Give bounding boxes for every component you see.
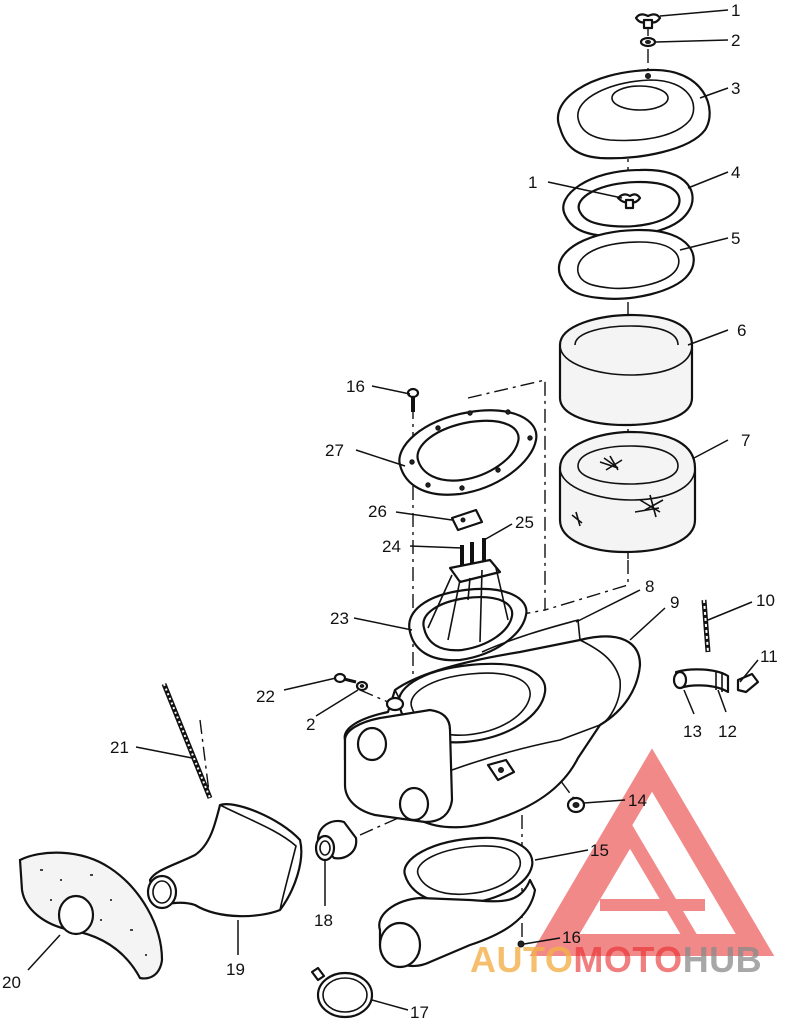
wing-nut-top xyxy=(634,13,662,30)
leader-lines xyxy=(27,9,759,1011)
callout-19: 19 xyxy=(226,960,245,979)
callout-9: 9 xyxy=(670,593,679,612)
callout-3: 3 xyxy=(731,79,740,98)
pre-filter-foam xyxy=(558,313,694,427)
callout-18: 18 xyxy=(314,911,333,930)
screw-washer-side xyxy=(333,672,369,692)
callout-14: 14 xyxy=(628,791,647,810)
watermark-text: AUTOMOTOHUB xyxy=(470,939,762,980)
hose-clamp xyxy=(310,966,374,1019)
callout-27: 27 xyxy=(325,441,344,460)
nut-14 xyxy=(566,796,586,814)
long-stud xyxy=(161,683,213,799)
callout-16-bottom: 16 xyxy=(562,928,581,947)
callout-23: 23 xyxy=(330,609,349,628)
callout-24: 24 xyxy=(382,537,401,556)
callout-26: 26 xyxy=(368,502,387,521)
callout-17: 17 xyxy=(410,1003,429,1022)
callout-5: 5 xyxy=(731,229,740,248)
callout-1-top: 1 xyxy=(731,1,740,20)
callout-12: 12 xyxy=(718,722,737,741)
callout-6: 6 xyxy=(737,321,746,340)
airbox-cover xyxy=(557,68,711,160)
callout-10: 10 xyxy=(756,591,775,610)
breather-pin xyxy=(701,599,711,653)
intake-seal-pad xyxy=(18,851,164,980)
callout-25: 25 xyxy=(515,513,534,532)
intake-boot xyxy=(378,836,537,969)
retainer-plate xyxy=(450,508,484,532)
watermark-logo: AUTOMOTOHUB xyxy=(470,748,775,980)
callout-2-top: 2 xyxy=(731,31,740,50)
callout-21: 21 xyxy=(110,738,129,757)
filter-cap xyxy=(557,228,695,300)
intake-snorkel xyxy=(146,803,303,918)
filter-cage xyxy=(408,558,528,662)
callout-4: 4 xyxy=(731,163,740,182)
grommet xyxy=(314,819,358,862)
callout-7: 7 xyxy=(741,431,750,450)
callout-16-top: 16 xyxy=(346,377,365,396)
callout-15: 15 xyxy=(590,841,609,860)
wing-nut-inner xyxy=(616,193,642,210)
callout-8: 8 xyxy=(645,577,654,596)
callout-1-inner: 1 xyxy=(528,173,537,192)
watermark-hub: HUB xyxy=(683,939,763,980)
callout-20: 20 xyxy=(2,973,21,992)
drain-tube xyxy=(672,668,760,694)
screw-top xyxy=(406,387,420,412)
screw-bottom xyxy=(517,940,525,948)
callout-13: 13 xyxy=(683,722,702,741)
studs xyxy=(460,538,486,568)
flange-gasket xyxy=(398,409,538,496)
callout-11: 11 xyxy=(760,647,778,666)
callout-labels: 1 2 3 1 4 5 6 7 16 27 26 25 24 8 9 10 11… xyxy=(2,1,778,1022)
air-filter-element xyxy=(558,430,697,554)
watermark-moto: MOTO xyxy=(573,939,682,980)
watermark-triangle-icon xyxy=(529,748,775,956)
callout-2-side: 2 xyxy=(306,715,315,734)
callout-22: 22 xyxy=(256,687,275,706)
airbox-housing xyxy=(343,618,642,829)
washer-top xyxy=(639,36,657,48)
